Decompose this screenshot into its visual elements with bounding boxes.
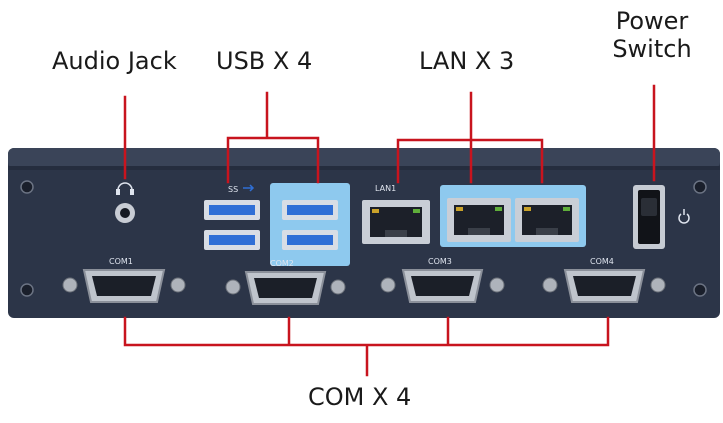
screw (20, 283, 34, 297)
screw (20, 180, 34, 194)
usb-port (282, 200, 338, 220)
lan-port (515, 198, 579, 242)
lan-leader (396, 91, 544, 184)
com-leader (123, 316, 610, 377)
screw (693, 180, 707, 194)
usb-port (204, 200, 260, 220)
callout-power-line1: Power (615, 7, 689, 35)
com-port: COM3 (380, 257, 505, 303)
usb-port (204, 230, 260, 250)
lan1-label: LAN1 (375, 184, 396, 193)
callout-power-line2: Switch (612, 34, 692, 63)
callout-audio-jack: Audio Jack (52, 47, 177, 75)
screw (693, 283, 707, 297)
com-port: COM2 (225, 259, 346, 305)
com-label: COM3 (428, 257, 452, 266)
com-port: COM4 (542, 257, 666, 303)
usb-icon: SS (228, 184, 255, 194)
callout-usb: USB X 4 (216, 47, 313, 75)
svg-text:SS: SS (228, 185, 238, 194)
power-icon (678, 209, 690, 224)
com-label: COM1 (109, 257, 133, 266)
com-label: COM4 (590, 257, 614, 266)
lan-port (362, 200, 430, 244)
com-port: COM1 (62, 257, 186, 303)
callout-lan: LAN X 3 (419, 47, 515, 75)
usb-port (282, 230, 338, 250)
power-switch (633, 185, 665, 249)
headphone-icon (116, 182, 134, 195)
callout-com: COM X 4 (308, 383, 412, 411)
leader-lines (123, 84, 656, 377)
lan-port (447, 198, 511, 242)
audio-jack (115, 182, 135, 223)
usb-highlight-box (270, 183, 350, 266)
usb-leader (226, 91, 320, 184)
com-label: COM2 (270, 259, 294, 268)
callout-power-switch: Power Switch (602, 7, 702, 63)
